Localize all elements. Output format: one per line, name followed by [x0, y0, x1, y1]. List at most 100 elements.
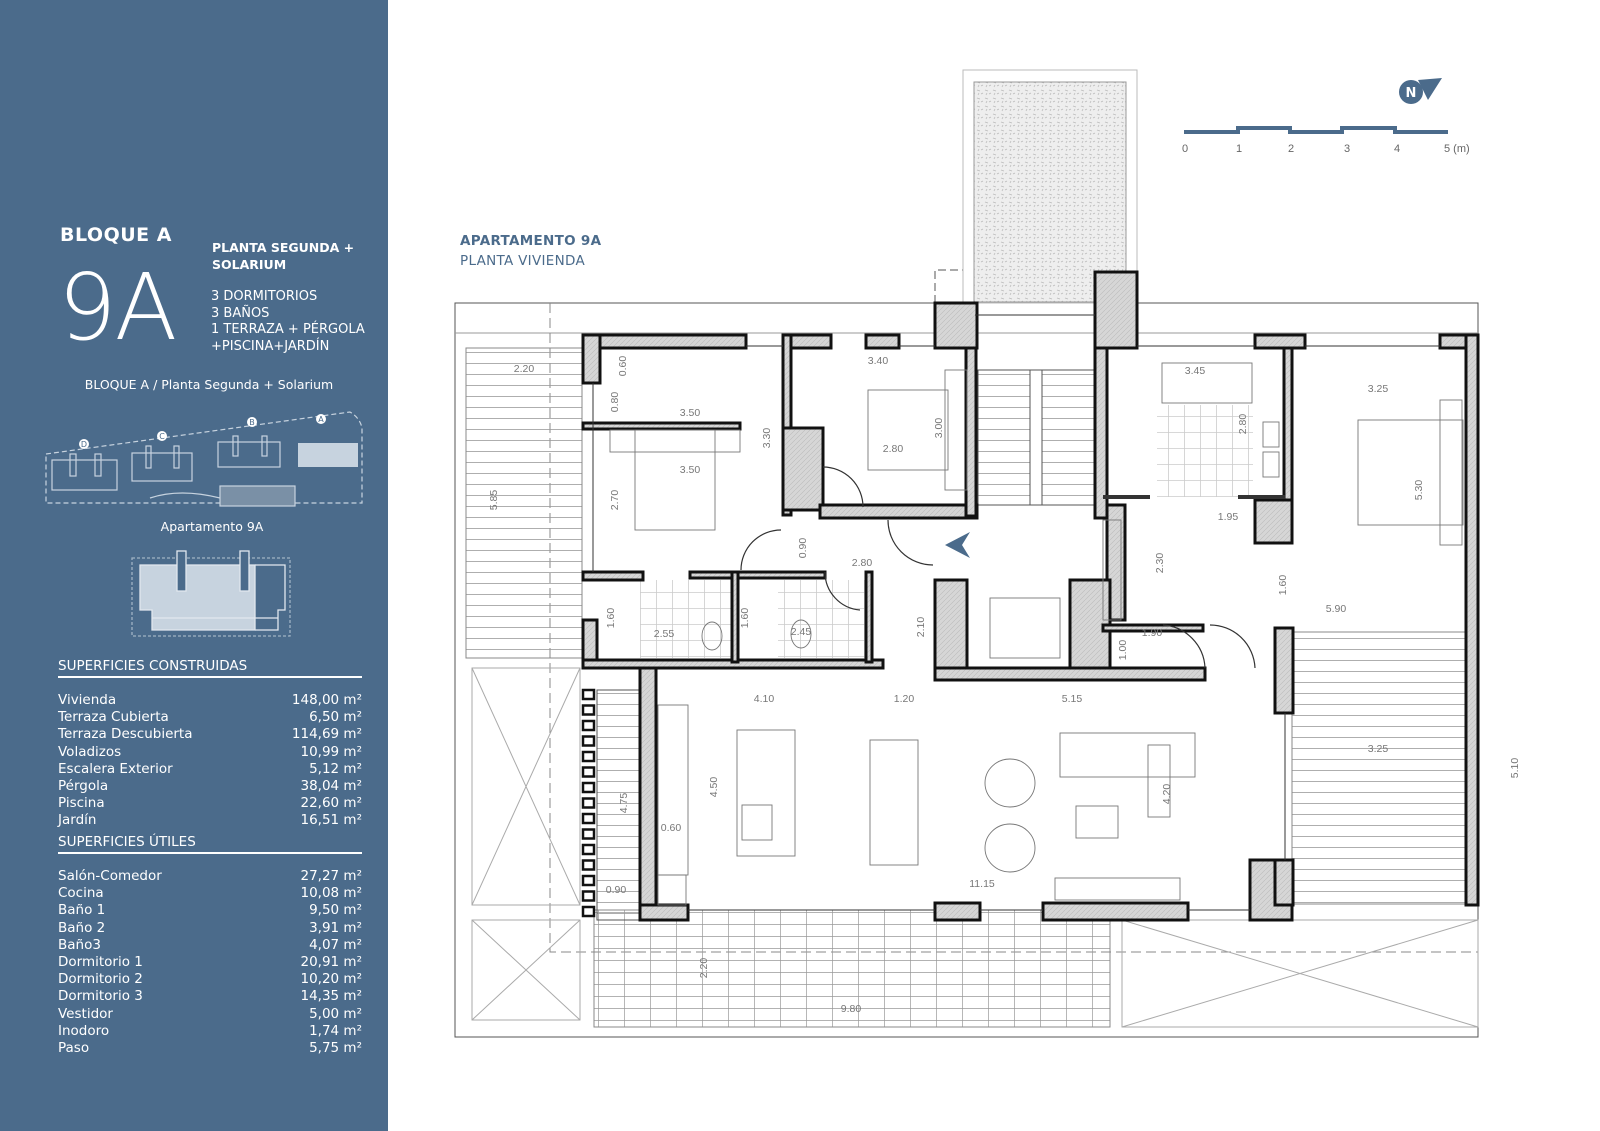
block-title: BLOQUE A	[60, 224, 172, 246]
feature-item: 3 BAÑOS	[211, 305, 270, 321]
area-value: 22,60 m²	[300, 795, 362, 812]
area-label: Pérgola	[58, 778, 109, 795]
area-row: Baño3 4,07 m²	[58, 937, 362, 954]
area-value: 20,91 m²	[300, 954, 362, 971]
area-row: Cocina 10,08 m²	[58, 885, 362, 902]
area-value: 114,69 m²	[291, 726, 362, 743]
windows	[592, 314, 1440, 911]
key-plan-caption: BLOQUE A / Planta Segunda + Solarium	[84, 377, 334, 392]
area-label: Dormitorio 1	[58, 954, 143, 971]
dimension-label: 0.60	[617, 356, 629, 377]
railing-post	[581, 874, 596, 887]
block-label: A	[318, 415, 324, 424]
floor-name: PLANTA SEGUNDA + SOLARIUM	[212, 240, 355, 272]
area-label: Salón-Comedor	[58, 868, 162, 884]
dimension-label: 0.60	[661, 822, 682, 834]
railing-post	[581, 766, 596, 778]
dimension-label: 3.50	[680, 407, 701, 419]
dimension-label: 5.90	[1326, 603, 1347, 615]
exterior-stairs	[581, 688, 641, 921]
railing-post	[581, 797, 596, 809]
railing-post	[581, 905, 596, 918]
dimension-label: 5.30	[1413, 480, 1425, 501]
dimension-label: 2.45	[791, 626, 812, 638]
doors	[740, 466, 1256, 669]
area-label: Voladizos	[58, 743, 122, 760]
walls	[581, 270, 1480, 922]
svg-text:4: 4	[1394, 143, 1400, 155]
svg-text:0: 0	[1182, 143, 1188, 155]
dimension-label: 1.95	[1218, 511, 1239, 523]
features-list: 3 DORMITORIOS 3 BAÑOS 1 TERRAZA + PÉRGOL…	[211, 289, 365, 355]
dimension-label: 1.60	[605, 608, 617, 629]
area-label: Jardín	[58, 812, 97, 829]
north-arrow-icon: N	[1399, 78, 1442, 104]
area-label: Vivienda	[58, 692, 117, 708]
dimension-label: 3.25	[1368, 743, 1389, 755]
dimension-label: 2.70	[609, 490, 621, 511]
interior-stairs	[977, 369, 1095, 506]
dimension-label: 4.50	[708, 777, 720, 798]
svg-text:1: 1	[1236, 143, 1242, 155]
dimension-label: 2.80	[883, 443, 904, 455]
dimension-label: 3.30	[761, 428, 773, 449]
area-label: Baño3	[58, 936, 101, 953]
apartment-key-plan	[131, 550, 291, 637]
railing-post	[581, 781, 596, 794]
area-value: 10,99 m²	[300, 743, 362, 760]
railing-post	[581, 688, 596, 701]
area-value: 9,50 m²	[309, 902, 362, 919]
dimension-label: 5.15	[1062, 693, 1083, 705]
feature-item: +PISCINA+JARDÍN	[211, 338, 330, 354]
area-label: Terraza Cubierta	[58, 709, 169, 726]
dimension-label: 3.00	[933, 418, 945, 439]
block-label: C	[159, 432, 165, 441]
dimension-label: 3.45	[1185, 365, 1206, 377]
railing-post	[581, 890, 596, 902]
dimension-label: 4.75	[618, 793, 630, 814]
apartment-caption: Apartamento 9A	[160, 519, 264, 534]
area-label: Piscina	[58, 795, 105, 812]
dimension-label: 5.85	[488, 490, 500, 511]
railing-post	[581, 843, 596, 856]
area-label: Dormitorio 2	[58, 971, 143, 988]
railing-post	[581, 859, 596, 871]
area-value: 4,07 m²	[309, 936, 362, 953]
dimension-label: 2.80	[852, 557, 873, 569]
dimension-label: 11.15	[969, 878, 995, 890]
garden-areas	[471, 667, 1479, 1028]
dimension-label: 0.90	[606, 884, 627, 896]
area-value: 10,08 m²	[300, 885, 362, 902]
area-row: Voladizos 10,99 m²	[58, 744, 362, 761]
dimension-label: 5.10	[1509, 758, 1521, 779]
railing-post	[581, 812, 596, 825]
block-label: B	[249, 418, 255, 427]
dimension-label: 2.30	[1154, 553, 1166, 574]
dimension-label: 2.20	[698, 958, 710, 979]
dimension-label: 4.20	[1161, 784, 1173, 805]
area-label: Vestidor	[58, 1005, 113, 1022]
area-label: Cocina	[58, 885, 104, 902]
svg-text:3: 3	[1344, 143, 1350, 155]
dimension-label: 3.50	[680, 464, 701, 476]
area-label: Paso	[58, 1040, 90, 1057]
feature-item: 3 DORMITORIOS	[211, 289, 318, 304]
entrance-arrow-icon	[945, 532, 970, 558]
area-value: 6,50 m²	[309, 709, 362, 726]
area-label: Escalera Exterior	[58, 760, 173, 777]
railing-post	[581, 704, 596, 716]
area-value: 148,00 m²	[291, 692, 362, 708]
railing-post	[581, 750, 596, 763]
feature-item: 1 TERRAZA + PÉRGOLA	[211, 322, 365, 337]
info-sidebar: BLOQUE A 9A PLANTA SEGUNDA + SOLARIUM 3 …	[0, 0, 388, 1131]
dimension-label: 4.10	[754, 693, 775, 705]
